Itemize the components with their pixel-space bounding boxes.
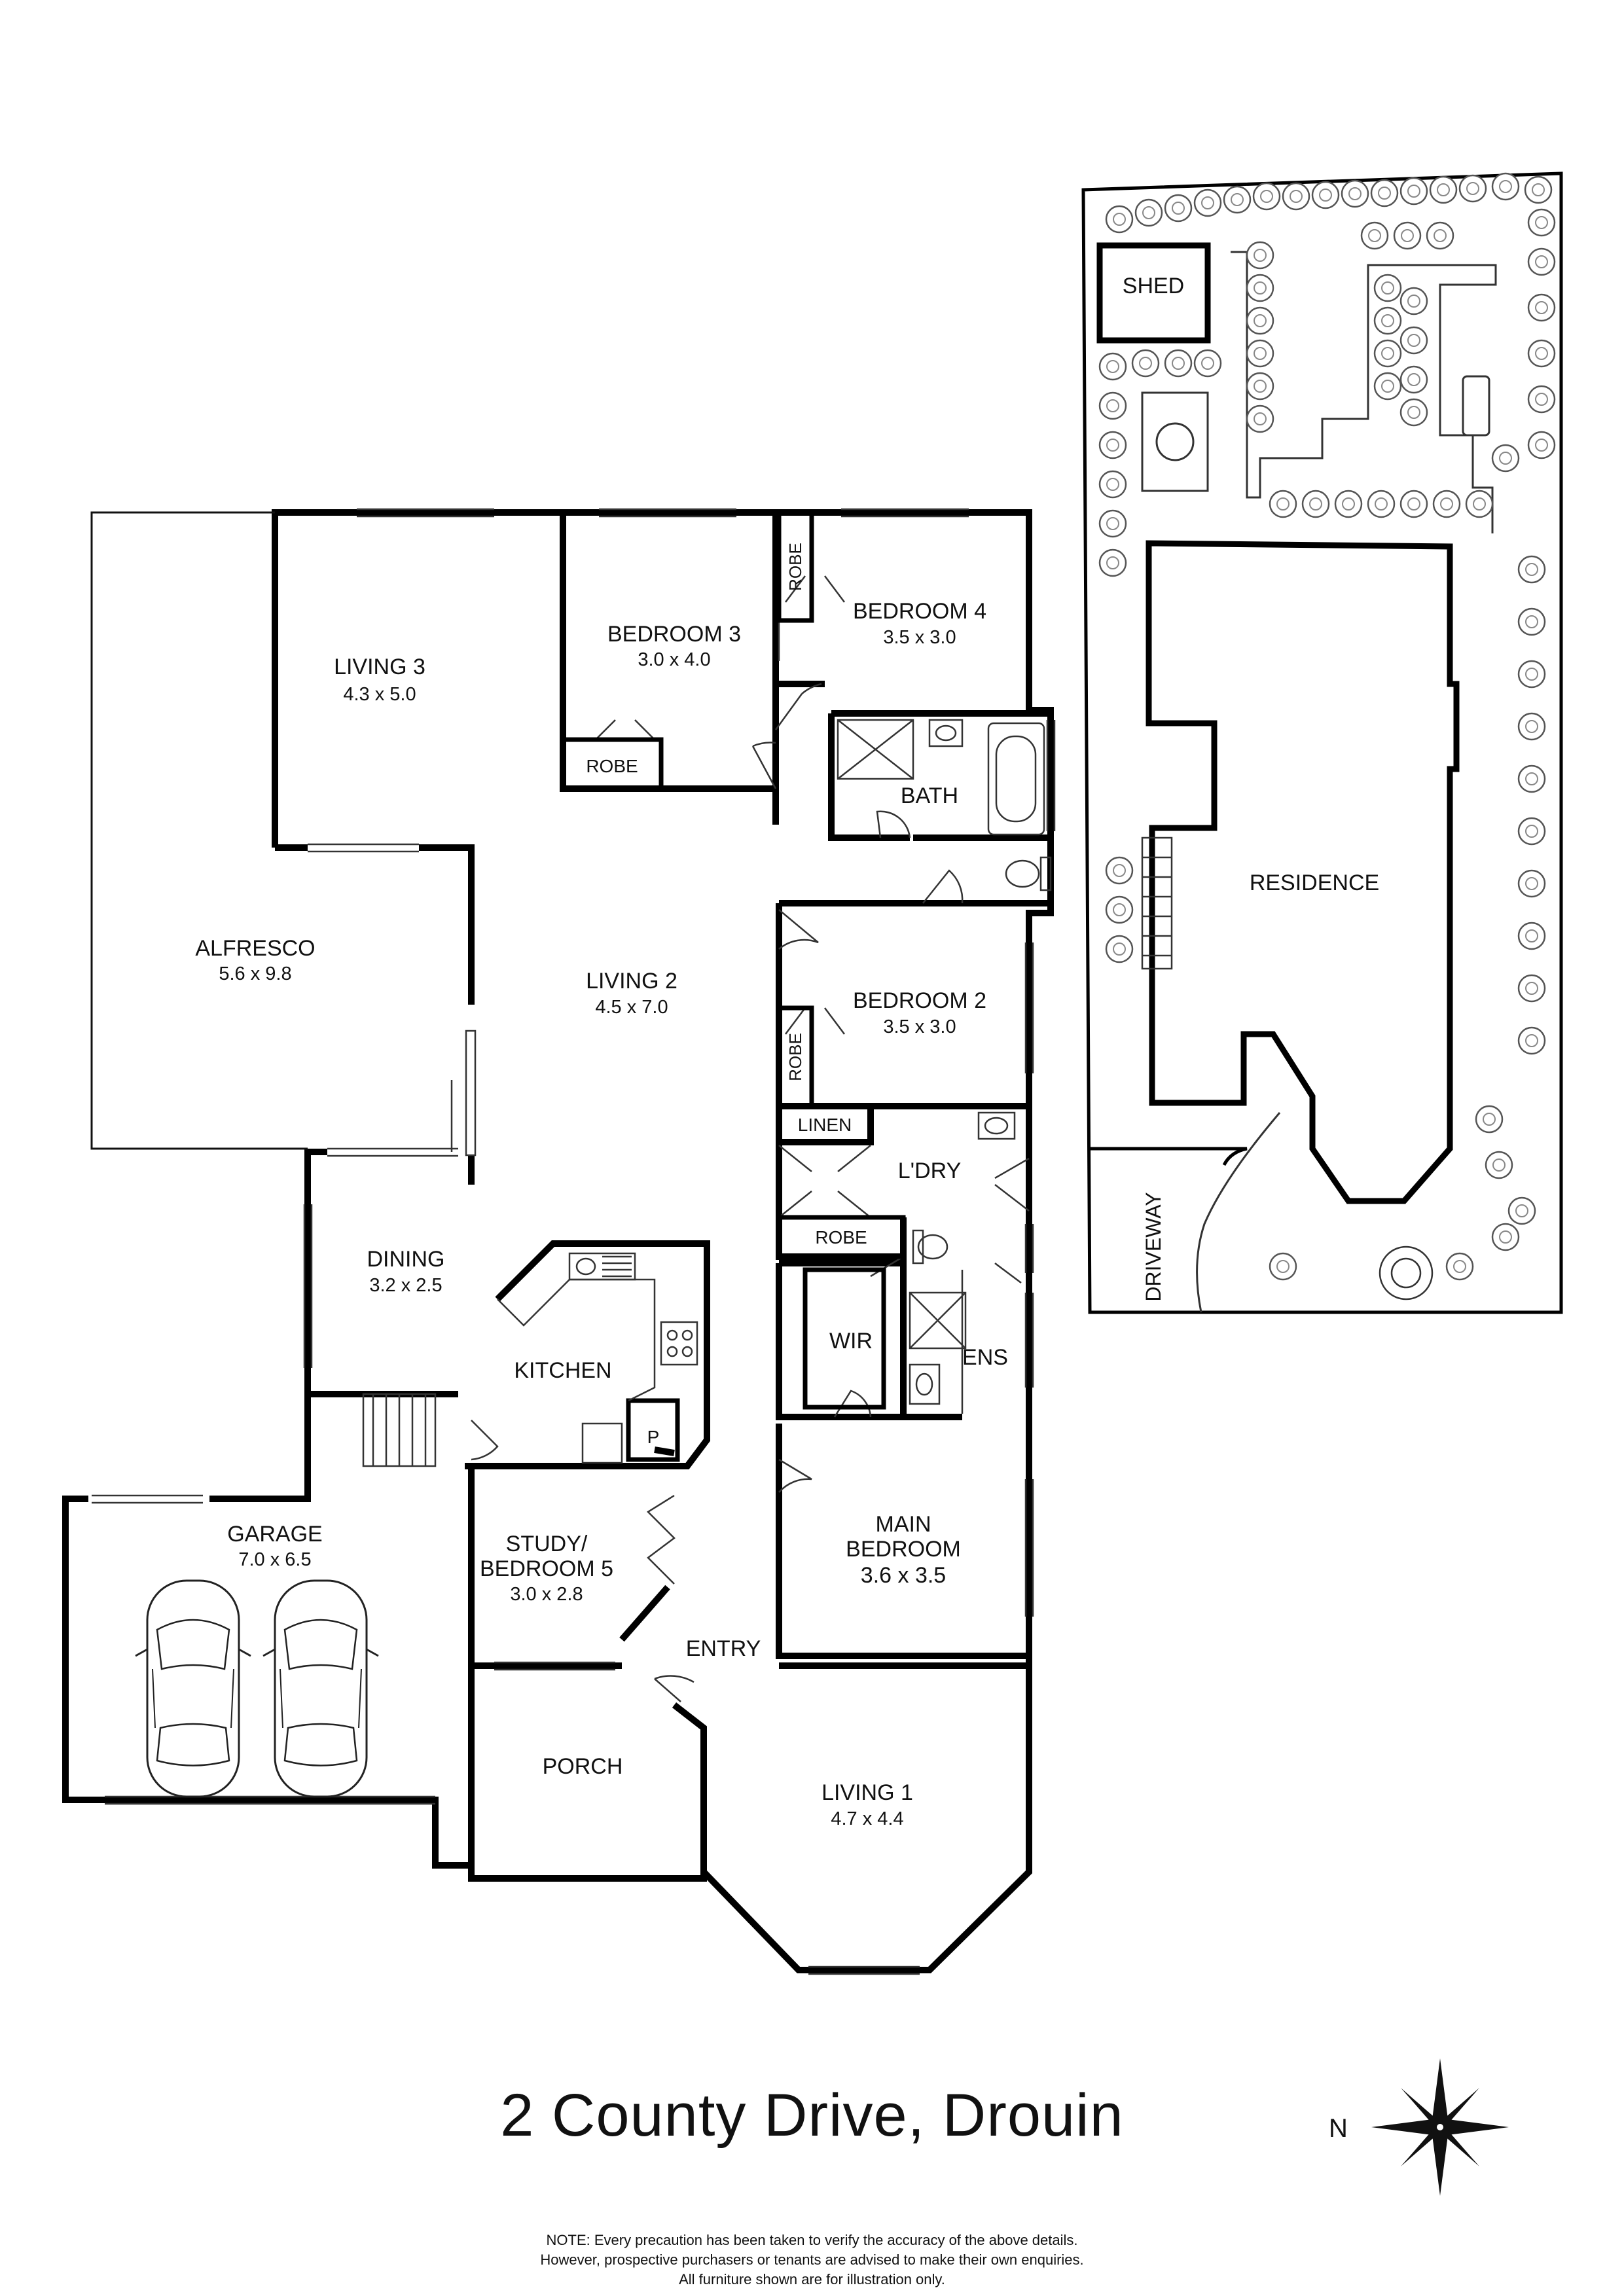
- sliding-door: [450, 1030, 477, 1157]
- room-name-study-line2: BEDROOM 5: [480, 1556, 613, 1581]
- car-icon: [262, 1579, 380, 1798]
- note-line-2: However, prospective purchasers or tenan…: [540, 2251, 1084, 2268]
- bathroom-fixtures: [837, 719, 1052, 1414]
- room-name-main-line2: BEDROOM: [846, 1537, 961, 1562]
- room-dims-bedroom4: 3.5 x 3.0: [883, 627, 956, 648]
- room-name-bath: BATH: [901, 783, 958, 808]
- room-dims-living2: 4.5 x 7.0: [595, 997, 668, 1018]
- note-line-3: All furniture shown are for illustration…: [679, 2271, 945, 2287]
- room-name-porch: PORCH: [543, 1754, 623, 1779]
- room-name-living3: LIVING 3: [334, 655, 425, 679]
- shed-outline: [1096, 242, 1211, 344]
- door-swings: [471, 575, 1030, 1702]
- site-plan: SHED RESIDENCE DRIVEWAY: [1081, 171, 1563, 1314]
- room-name-bedroom2: BEDROOM 2: [853, 988, 986, 1013]
- room-dims-bedroom3: 3.0 x 4.0: [638, 649, 710, 670]
- car-icon: [134, 1579, 252, 1798]
- compass-rose-icon: [1371, 2058, 1509, 2196]
- room-labels: LIVING 3 4.3 x 5.0 BEDROOM 3 3.0 x 4.0 B…: [195, 543, 1008, 1829]
- small-room-outlines: [560, 510, 906, 1462]
- room-name-robe-bed4: ROBE: [785, 543, 805, 591]
- room-name-robe-main: ROBE: [815, 1227, 867, 1247]
- windows: [92, 508, 1056, 1975]
- room-dims-alfresco: 5.6 x 9.8: [219, 963, 291, 984]
- room-name-bedroom3: BEDROOM 3: [607, 622, 741, 647]
- north-label: N: [1329, 2114, 1348, 2143]
- alfresco-outline: [90, 511, 308, 1150]
- driveway-label: DRIVEWAY: [1142, 1192, 1165, 1301]
- room-name-bedroom4: BEDROOM 4: [853, 599, 986, 624]
- room-name-kitchen: KITCHEN: [514, 1358, 611, 1383]
- room-name-linen: LINEN: [798, 1115, 852, 1135]
- room-name-alfresco: ALFRESCO: [195, 936, 315, 961]
- shed-label: SHED: [1123, 274, 1184, 298]
- kitchen-fixtures: [497, 1252, 698, 1464]
- room-dims-study: 3.0 x 2.8: [510, 1584, 583, 1605]
- residence-outline: [1146, 540, 1460, 1204]
- room-name-study-line1: STUDY/: [506, 1532, 588, 1556]
- room-name-garage: GARAGE: [227, 1522, 322, 1547]
- room-name-main-line1: MAIN: [876, 1512, 931, 1537]
- room-name-pantry: P: [647, 1427, 660, 1447]
- residence-label: RESIDENCE: [1250, 870, 1379, 895]
- room-name-living2: LIVING 2: [586, 969, 677, 994]
- room-name-ens: ENS: [962, 1345, 1008, 1370]
- room-name-robe-bed3: ROBE: [586, 756, 638, 776]
- room-dims-main: 3.6 x 3.5: [861, 1563, 946, 1588]
- room-dims-living1: 4.7 x 4.4: [831, 1808, 903, 1829]
- garage-steps: [362, 1393, 437, 1467]
- room-name-entry: ENTRY: [686, 1636, 761, 1661]
- room-name-dining: DINING: [367, 1247, 445, 1272]
- property-address: 2 County Drive, Drouin: [500, 2082, 1124, 2149]
- room-name-laundry: L'DRY: [898, 1158, 962, 1183]
- room-dims-bedroom2: 3.5 x 3.0: [883, 1016, 956, 1037]
- room-name-living1: LIVING 1: [821, 1780, 913, 1805]
- tree-icon: [1379, 1246, 1434, 1300]
- room-dims-living3: 4.3 x 5.0: [343, 684, 416, 705]
- room-dims-garage: 7.0 x 6.5: [238, 1549, 311, 1570]
- disclaimer-note: NOTE: Every precaution has been taken to…: [0, 2231, 1624, 2289]
- room-dims-dining: 3.2 x 2.5: [369, 1275, 442, 1296]
- note-line-1: NOTE: Every precaution has been taken to…: [546, 2232, 1078, 2248]
- room-name-robe-bed2: ROBE: [785, 1033, 805, 1081]
- room-name-wir: WIR: [829, 1329, 873, 1354]
